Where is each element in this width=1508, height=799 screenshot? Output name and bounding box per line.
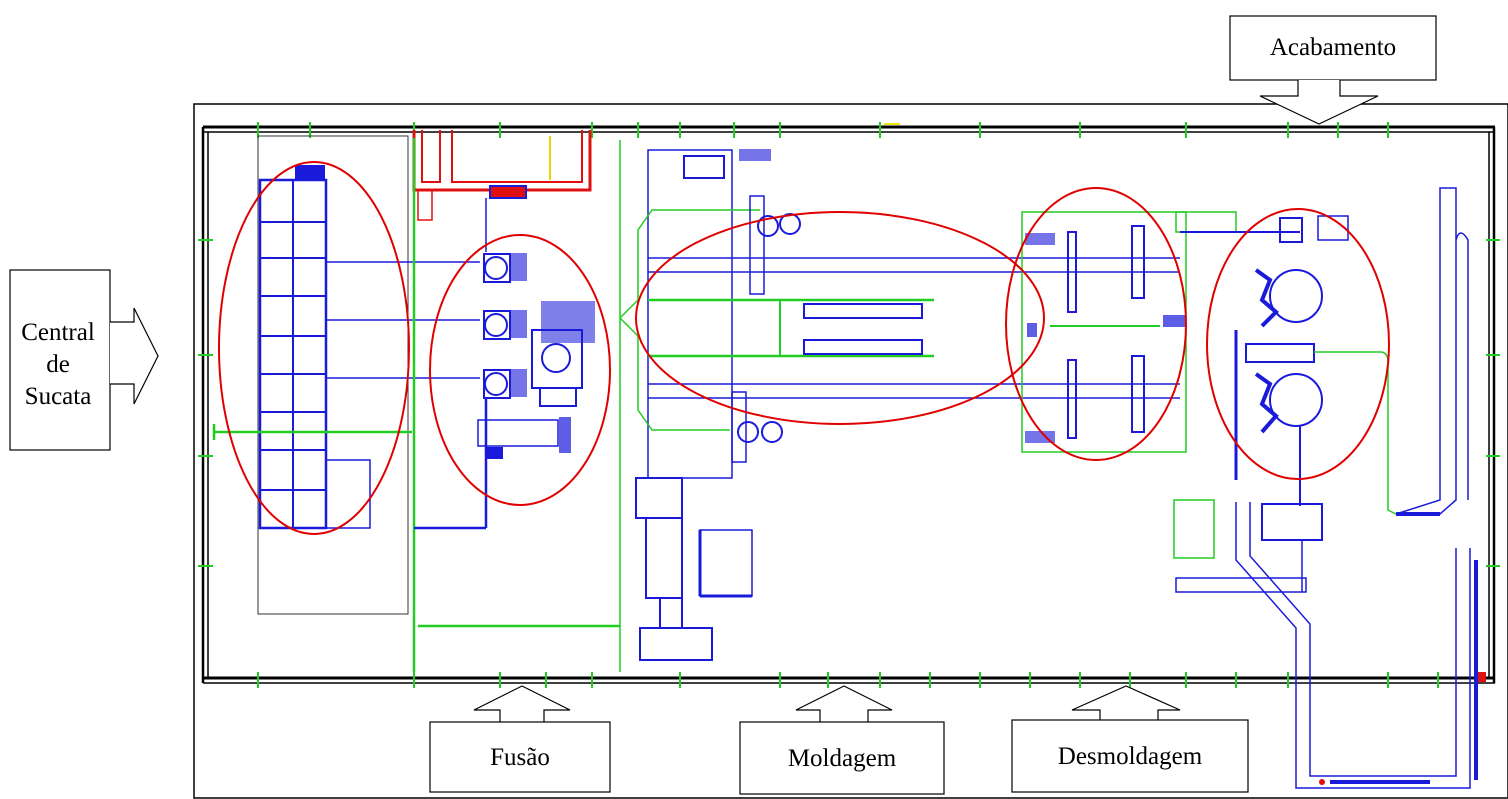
callout-desmoldagem: Desmoldagem — [1011, 685, 1249, 793]
zone-melting — [429, 234, 611, 506]
building-walls — [201, 123, 1496, 684]
label-desmoldagem: Desmoldagem — [1058, 743, 1203, 770]
label-central: Central — [21, 319, 95, 346]
process-zones — [218, 161, 1390, 535]
label-acabamento: Acabamento — [1270, 34, 1396, 61]
drawing-frame — [193, 103, 1508, 799]
melting-area-layout — [412, 130, 621, 672]
callout-moldagem: Moldagem — [739, 685, 945, 795]
shakeout-area-layout — [1021, 211, 1237, 453]
zone-shakeout — [1005, 187, 1187, 461]
zone-molding — [635, 211, 1045, 425]
callout-acabamento: Acabamento — [1229, 15, 1437, 125]
building-columns — [198, 122, 1500, 688]
zone-scrap-yard — [218, 161, 410, 535]
label-fusao: Fusão — [490, 744, 550, 771]
finishing-area-layout — [1173, 187, 1486, 789]
zone-finishing — [1206, 208, 1390, 480]
callout-central-de-sucata: Central de Sucata — [9, 269, 159, 451]
label-moldagem: Moldagem — [788, 745, 897, 772]
scrap-yard-layout — [212, 135, 480, 615]
label-de: de — [46, 351, 70, 378]
callout-fusao: Fusão — [429, 685, 611, 793]
molding-area-layout — [619, 149, 1180, 661]
label-sucata: Sucata — [25, 383, 92, 410]
